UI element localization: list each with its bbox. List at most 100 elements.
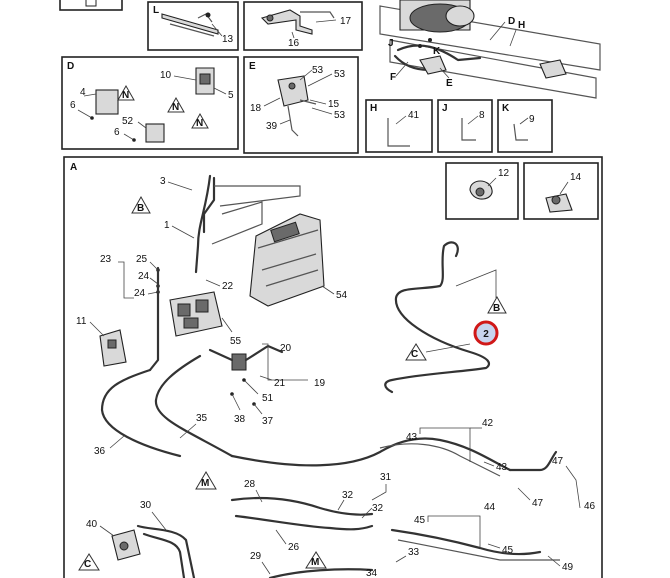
callout-2-highlight[interactable] [473, 320, 499, 346]
inset-E-callout-53a: 53 [312, 65, 324, 76]
callout-42: 42 [482, 418, 494, 429]
callout-37: 37 [262, 416, 274, 427]
inset-J: J 8 [437, 99, 493, 153]
inset-part-14-callout: 14 [570, 172, 582, 183]
callout-49: 49 [562, 562, 574, 573]
panel-A: A 12 14 54 3 1 B [63, 156, 603, 578]
inset-G-callout-17: 17 [340, 16, 352, 27]
overview-label-F: F [390, 72, 396, 83]
inset-L-callout: 13 [222, 34, 234, 45]
mark-M-bottom [305, 551, 327, 569]
callout-44: 44 [484, 502, 496, 513]
overview-label-K: K [433, 46, 441, 57]
mark-B-left-label: B [137, 203, 144, 214]
inset-H-callout-41: 41 [408, 110, 420, 121]
inset-E-callout-18: 18 [250, 103, 262, 114]
mark-M-center-label: M [201, 478, 209, 489]
inset-L-letter: L [153, 5, 159, 16]
callout-43a: 43 [406, 432, 418, 443]
callout-54: 54 [336, 290, 348, 301]
inset-D-letter: D [67, 61, 74, 72]
callout-26: 26 [288, 542, 300, 553]
mark-C-left [78, 553, 100, 571]
callout-36: 36 [94, 446, 106, 457]
inset-D-mark-N2-label: N [172, 102, 179, 113]
panel-A-letter: A [70, 162, 77, 173]
inset-G: 17 16 [243, 1, 363, 51]
overview-label-D: D [508, 16, 515, 27]
inset-D-callout-6a: 6 [70, 100, 76, 111]
inset-K: K 9 [497, 99, 553, 153]
callout-24a: 24 [138, 271, 150, 282]
inset-D-mark-N3-label: N [196, 118, 203, 129]
callout-20: 20 [280, 343, 292, 354]
inset-D: D 4 6 52 6 10 5 N N N [61, 56, 239, 150]
overview-label-E: E [446, 78, 453, 89]
overview-label-J: J [388, 38, 394, 49]
callout-19: 19 [314, 378, 326, 389]
inset-E-callout-15: 15 [328, 99, 340, 110]
inset-D-mark-N2 [167, 96, 185, 113]
callout-32a: 32 [342, 490, 354, 501]
callout-24b: 24 [134, 288, 146, 299]
inset-E: E 53 53 18 15 53 39 [243, 56, 359, 154]
inset-D-callout-4: 4 [80, 87, 86, 98]
callout-30: 30 [140, 500, 152, 511]
inset-H: H 41 [365, 99, 433, 153]
callout-38: 38 [234, 414, 246, 425]
callout-55: 55 [230, 336, 242, 347]
callout-46: 46 [584, 501, 596, 512]
callout-25: 25 [136, 254, 148, 265]
inset-J-callout-8: 8 [479, 110, 485, 121]
callout-47b: 47 [532, 498, 544, 509]
inset-top-left-partial [59, 0, 123, 11]
callout-43b: 43 [496, 462, 508, 473]
inset-D-callout-10: 10 [160, 70, 172, 81]
callout-32b: 32 [372, 503, 384, 514]
callout-22: 22 [222, 281, 234, 292]
valve-block-55 [169, 291, 223, 337]
inset-G-callout-16: 16 [288, 38, 300, 49]
inset-K-callout-9: 9 [529, 114, 535, 125]
callout-11: 11 [76, 316, 87, 327]
callout-33: 33 [408, 547, 420, 558]
callout-35: 35 [196, 413, 208, 424]
callout-23: 23 [100, 254, 112, 265]
callout-3: 3 [160, 176, 166, 187]
mark-C-right-label: C [411, 349, 418, 360]
tank-54 [249, 213, 325, 307]
callout-47a: 47 [552, 456, 564, 467]
mark-B-right [487, 295, 507, 314]
mark-B-right-label: B [493, 303, 500, 314]
callout-29: 29 [250, 551, 262, 562]
callout-31: 31 [380, 472, 392, 483]
callout-45b: 45 [502, 545, 514, 556]
inset-part-12-callout: 12 [498, 168, 510, 179]
inset-D-mark-N3 [191, 112, 209, 129]
overview-label-H: H [518, 20, 525, 31]
callout-45a: 45 [414, 515, 426, 526]
mark-C-right [405, 343, 427, 361]
inset-E-callout-39: 39 [266, 121, 278, 132]
mark-M-bottom-label: M [311, 557, 319, 568]
callout-40: 40 [86, 519, 98, 530]
callout-1: 1 [164, 220, 170, 231]
inset-L: L 13 [147, 1, 239, 51]
mark-C-left-label: C [84, 559, 91, 570]
callout-2: 2 [483, 329, 489, 340]
inset-E-callout-53b: 53 [334, 69, 346, 80]
callout-28: 28 [244, 479, 256, 490]
inset-D-callout-6b: 6 [114, 127, 120, 138]
inset-E-callout-53c: 53 [334, 110, 346, 121]
inset-overview: D H J K F E [379, 0, 601, 99]
inset-K-letter: K [502, 103, 510, 114]
inset-D-mark-N1 [117, 84, 135, 101]
inset-D-callout-52: 52 [122, 116, 134, 127]
inset-D-mark-N1-label: N [122, 90, 129, 101]
callout-21: 21 [274, 378, 286, 389]
inset-E-letter: E [249, 61, 256, 72]
callout-34: 34 [366, 568, 378, 578]
callout-51: 51 [262, 393, 274, 404]
inset-D-callout-5: 5 [228, 90, 234, 101]
inset-J-letter: J [442, 103, 448, 114]
